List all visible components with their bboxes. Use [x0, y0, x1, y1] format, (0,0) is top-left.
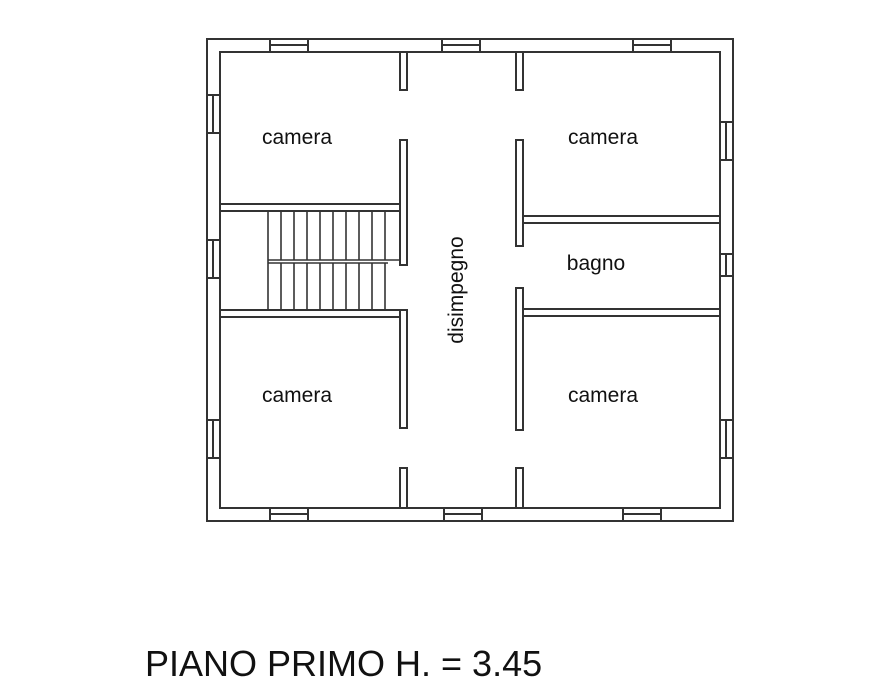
window-left-top	[206, 94, 221, 134]
room-label-camera-bottom-right: camera	[568, 384, 638, 407]
staircase	[267, 211, 400, 310]
window-top-center	[441, 38, 481, 53]
corridor-wall-right-upper	[515, 139, 524, 247]
corridor-wall-left-bottom	[399, 467, 408, 508]
window-left-bottom	[206, 419, 221, 459]
window-bottom-center	[443, 507, 483, 522]
corridor-wall-right-lower	[515, 287, 524, 431]
partition-bagno-bottom	[523, 308, 720, 317]
floor-plan: camera camera bagno disimpegno camera ca…	[206, 38, 734, 522]
window-bottom-right	[622, 507, 662, 522]
window-bottom-left	[269, 507, 309, 522]
room-label-camera-bottom-left: camera	[262, 384, 332, 407]
room-label-camera-top-left: camera	[262, 126, 332, 149]
window-right-top	[719, 121, 734, 161]
partition-bottom-left-room	[220, 309, 400, 318]
window-top-right	[632, 38, 672, 53]
corridor-wall-left-lower	[399, 309, 408, 429]
partition-top-left-room	[220, 203, 400, 212]
room-label-camera-top-right: camera	[568, 126, 638, 149]
inner-wall-outline	[219, 51, 721, 509]
room-label-bagno: bagno	[567, 252, 625, 275]
window-top-left	[269, 38, 309, 53]
corridor-wall-left-upper	[399, 139, 408, 266]
room-label-disimpegno: disimpegno	[445, 236, 468, 343]
window-right-bottom	[719, 419, 734, 459]
corridor-wall-left-top	[399, 52, 408, 91]
corridor-wall-right-bottom	[515, 467, 524, 508]
floor-caption: PIANO PRIMO H. = 3.45	[145, 643, 543, 684]
window-right-middle	[719, 253, 734, 277]
outer-wall	[206, 38, 734, 522]
corridor-wall-right-top	[515, 52, 524, 91]
partition-top-right-room	[523, 215, 720, 224]
window-left-middle	[206, 239, 221, 279]
